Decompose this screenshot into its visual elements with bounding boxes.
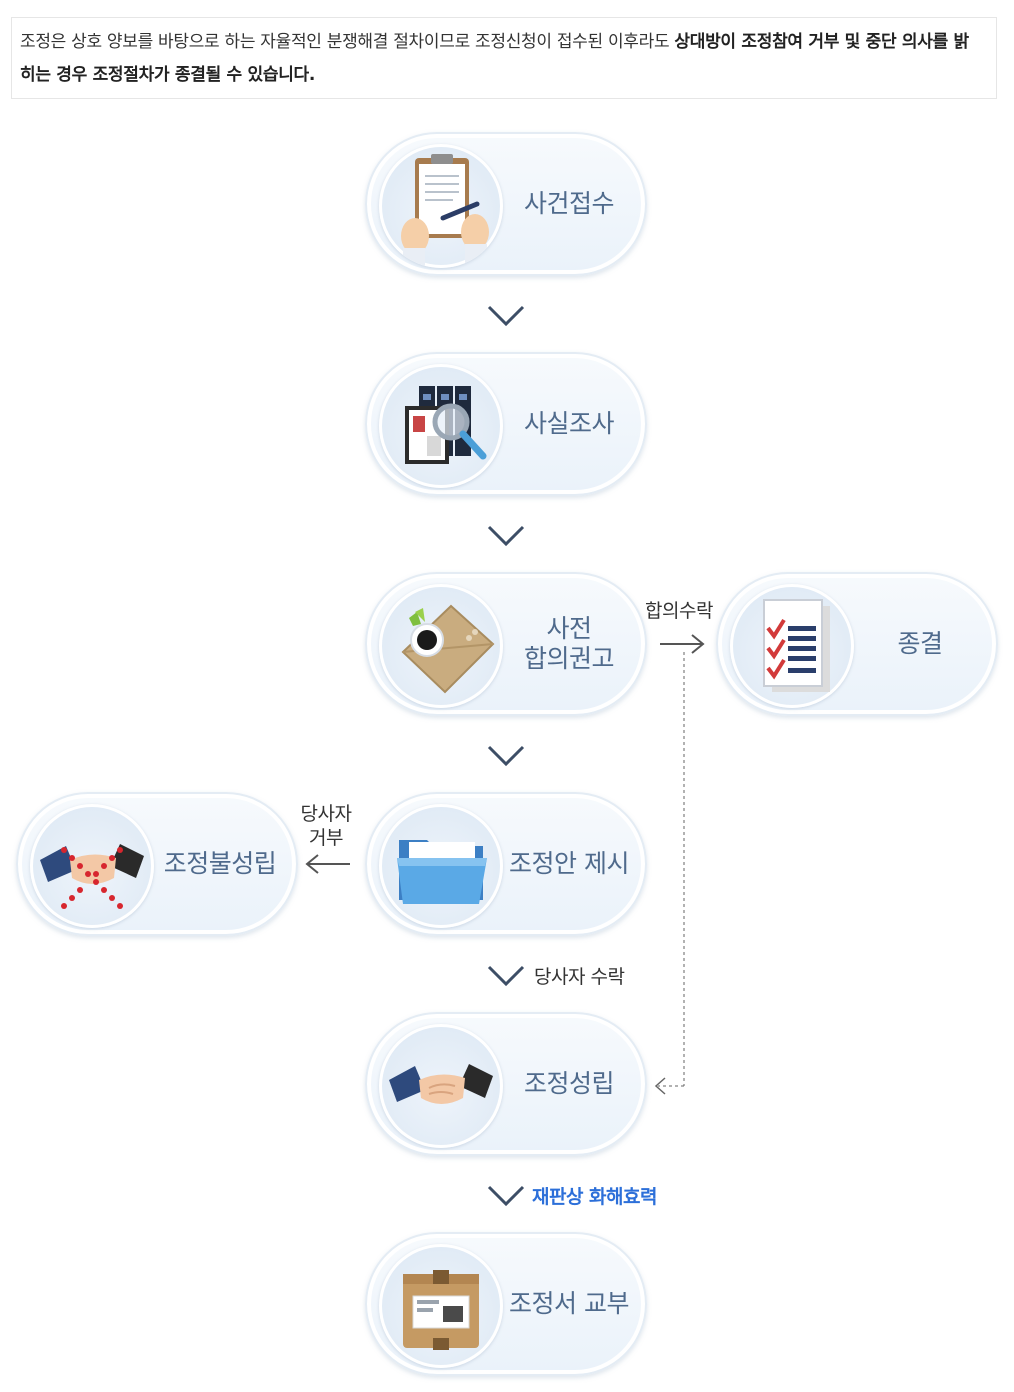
notice-box: 조정은 상호 양보를 바탕으로 하는 자율적인 분쟁해결 절차이므로 조정신청이… xyxy=(11,17,997,99)
step-success: 조정성립 xyxy=(365,1012,647,1156)
chevron-down-icon xyxy=(487,1185,525,1207)
notice-bold-text: 상대방이 조정참여 거부 및 중단 의사를 밝히는 경우 조정절차가 종결될 수… xyxy=(20,32,969,85)
chevron-down-icon xyxy=(487,525,525,547)
parcel-icon xyxy=(379,1244,503,1368)
chevron-down-icon xyxy=(487,745,525,767)
step-receipt-label: 사건접수 xyxy=(523,189,615,218)
step-pre-advice-line1: 사전 xyxy=(546,614,592,643)
step-delivery: 조정서 교부 xyxy=(365,1232,647,1376)
step-investigation: 사실조사 xyxy=(365,352,647,496)
agreement-accept-label: 합의수락 xyxy=(645,600,713,622)
step-failure-label: 조정불성립 xyxy=(163,849,277,878)
arrow-right-icon xyxy=(660,634,705,654)
dashed-connector xyxy=(654,652,685,1095)
step-pre-advice: 사전 합의권고 xyxy=(365,572,647,716)
folder-icon xyxy=(379,804,503,928)
step-pre-advice-label: 사전 합의권고 xyxy=(507,574,631,714)
party-reject-line1: 당사자 xyxy=(300,803,352,825)
step-failure: 조정불성립 xyxy=(16,792,298,936)
chevron-down-icon xyxy=(487,305,525,327)
step-success-label: 조정성립 xyxy=(523,1069,615,1098)
step-termination-label: 종결 xyxy=(897,629,943,658)
step-proposal: 조정안 제시 xyxy=(365,792,647,936)
clipboard-pen-icon xyxy=(379,144,503,268)
arrow-left-icon xyxy=(305,854,350,874)
checklist-icon xyxy=(730,584,854,708)
step-pre-advice-line2: 합의권고 xyxy=(523,644,615,673)
notice-text: 조정은 상호 양보를 바탕으로 하는 자율적인 분쟁해결 절차이므로 조정신청이… xyxy=(20,32,675,52)
magnifier-documents-icon xyxy=(379,364,503,488)
step-termination: 종결 xyxy=(716,572,998,716)
step-delivery-label: 조정서 교부 xyxy=(509,1289,629,1318)
envelope-coffee-icon xyxy=(379,584,503,708)
step-investigation-label: 사실조사 xyxy=(523,409,615,438)
party-accept-label: 당사자 수락 xyxy=(534,966,625,988)
party-reject-label: 당사자 거부 xyxy=(296,802,356,850)
step-proposal-label: 조정안 제시 xyxy=(509,849,629,878)
handshake-icon xyxy=(379,1024,503,1148)
party-reject-line2: 거부 xyxy=(309,827,343,849)
chevron-down-icon xyxy=(487,965,525,987)
court-effect-label: 재판상 화해효력 xyxy=(532,1186,657,1208)
handshake-crossed-icon xyxy=(30,804,154,928)
step-receipt: 사건접수 xyxy=(365,132,647,276)
